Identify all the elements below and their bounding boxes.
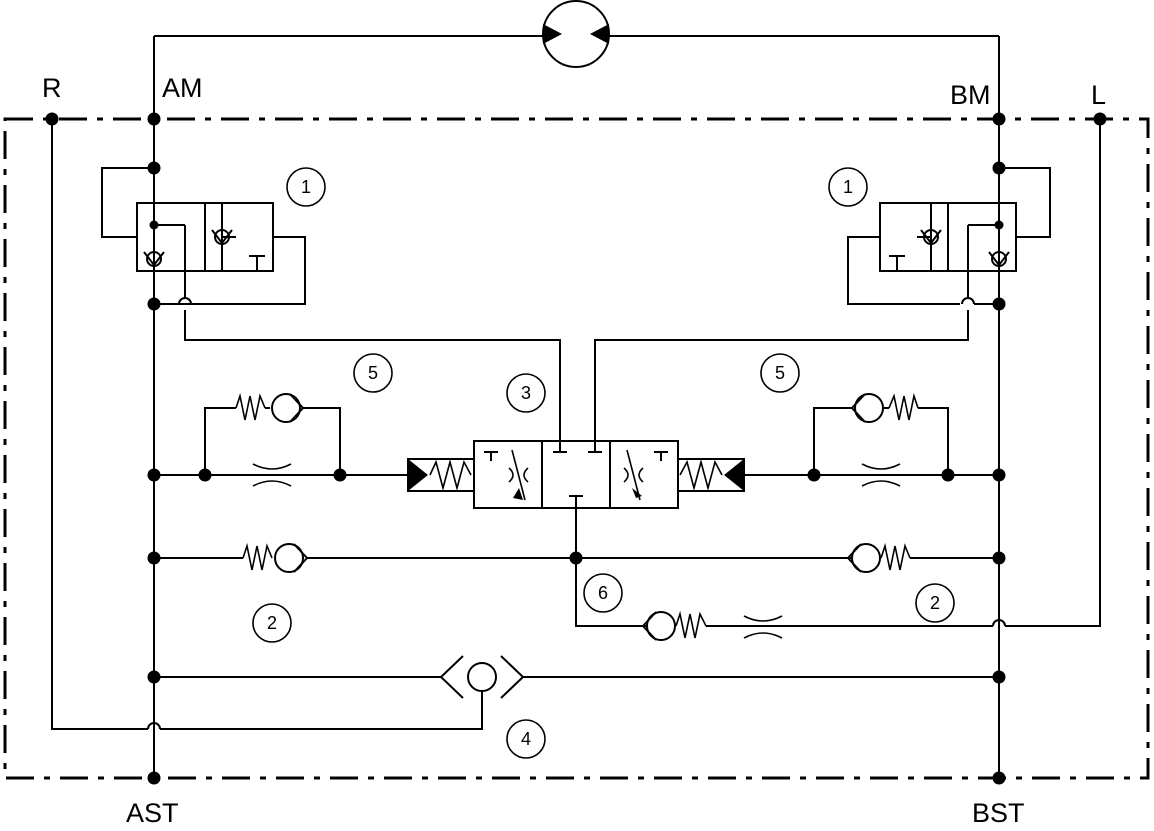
- callout-2-right: 2: [915, 583, 955, 623]
- svg-text:3: 3: [521, 383, 531, 403]
- callout-1-left: 1: [286, 167, 326, 207]
- callout-3: 3: [506, 373, 546, 413]
- callout-2-left: 2: [252, 603, 292, 643]
- callout-4: 4: [506, 719, 546, 759]
- main-lines: [51, 36, 1101, 778]
- port-label-am: AM: [162, 73, 203, 103]
- anti-cavitation-checks: [154, 508, 999, 627]
- port-label-l: L: [1091, 80, 1106, 110]
- junction-dots: [45, 112, 1107, 785]
- port-label-r: R: [42, 73, 62, 103]
- svg-text:6: 6: [598, 583, 608, 603]
- return-check-orifice: [641, 610, 993, 641]
- pilot-check-valve-right: [594, 167, 1051, 445]
- shuttle-valve: [154, 655, 999, 699]
- left-throttle-check-assembly: [154, 392, 408, 487]
- port-label-bm: BM: [950, 80, 991, 110]
- hydraulic-motor-symbol: [154, 0, 999, 68]
- svg-text:4: 4: [521, 729, 531, 749]
- callout-5-right: 5: [760, 353, 800, 393]
- callouts: 1 1 5 5 3 2 2 6: [252, 167, 955, 759]
- svg-text:5: 5: [368, 363, 378, 383]
- port-labels: R AM BM L AST BST: [42, 73, 1106, 828]
- port-label-bst: BST: [972, 798, 1025, 828]
- svg-text:1: 1: [843, 177, 853, 197]
- svg-text:1: 1: [301, 177, 311, 197]
- callout-1-right: 1: [828, 167, 868, 207]
- callout-6: 6: [583, 573, 623, 613]
- callout-5-left: 5: [353, 353, 393, 393]
- port-label-ast: AST: [126, 798, 179, 828]
- valve-block-boundary: [3, 117, 1150, 780]
- svg-text:5: 5: [775, 363, 785, 383]
- svg-text:2: 2: [930, 593, 940, 613]
- right-throttle-check-assembly: [744, 392, 999, 487]
- pilot-check-valve-left: [101, 167, 561, 445]
- directional-control-valve: [407, 440, 745, 509]
- svg-text:2: 2: [267, 613, 277, 633]
